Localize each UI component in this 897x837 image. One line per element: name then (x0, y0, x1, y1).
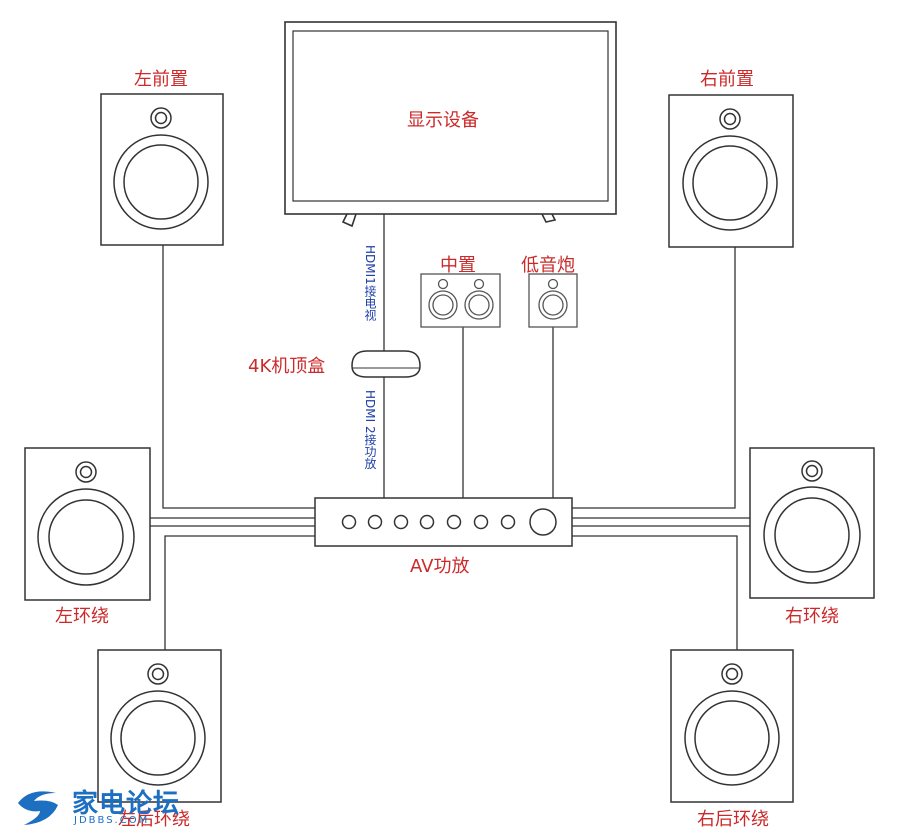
rear-right-label: 右后环绕 (697, 809, 769, 830)
center-label: 中置 (440, 255, 476, 276)
front-left-label: 左前置 (134, 69, 188, 90)
surround-left-label: 左环绕 (55, 606, 109, 627)
surround-right-speaker (749, 447, 875, 599)
watermark-subtitle: JDBBS.COM (74, 815, 150, 826)
display-device (284, 21, 617, 228)
rear-right-speaker (670, 649, 794, 803)
rear-left-cable (164, 535, 315, 650)
rear-right-cable (572, 535, 738, 650)
rear-left-speaker (97, 649, 222, 803)
cables (150, 214, 750, 650)
front-right-speaker (668, 94, 794, 248)
surround-right-label: 右环绕 (785, 606, 839, 627)
hdmi1-label: HDMI1接电视 (363, 245, 377, 321)
forum-watermark: 家电论坛 JDBBS.COM (10, 783, 210, 833)
front-left-speaker (100, 93, 224, 246)
set-top-box-label: 4K机顶盒 (248, 356, 326, 377)
center-speaker (420, 273, 501, 328)
av-receiver-label: AV功放 (410, 556, 470, 577)
set-top-box (351, 350, 421, 378)
rear-left-label: 左后环绕 (118, 809, 190, 830)
forum-logo-icon (18, 791, 58, 825)
front-right-label: 右前置 (700, 69, 754, 90)
surround-left-speaker (24, 447, 151, 601)
display-label: 显示设备 (407, 110, 479, 131)
hdmi2-label: HDMI 2接功放 (363, 390, 377, 470)
subwoofer-label: 低音炮 (521, 255, 575, 276)
av-receiver (314, 497, 573, 547)
front-right-cable (572, 247, 736, 509)
front-left-cable (162, 245, 315, 509)
watermark-title: 家电论坛 (72, 789, 181, 819)
subwoofer-speaker (528, 273, 578, 328)
